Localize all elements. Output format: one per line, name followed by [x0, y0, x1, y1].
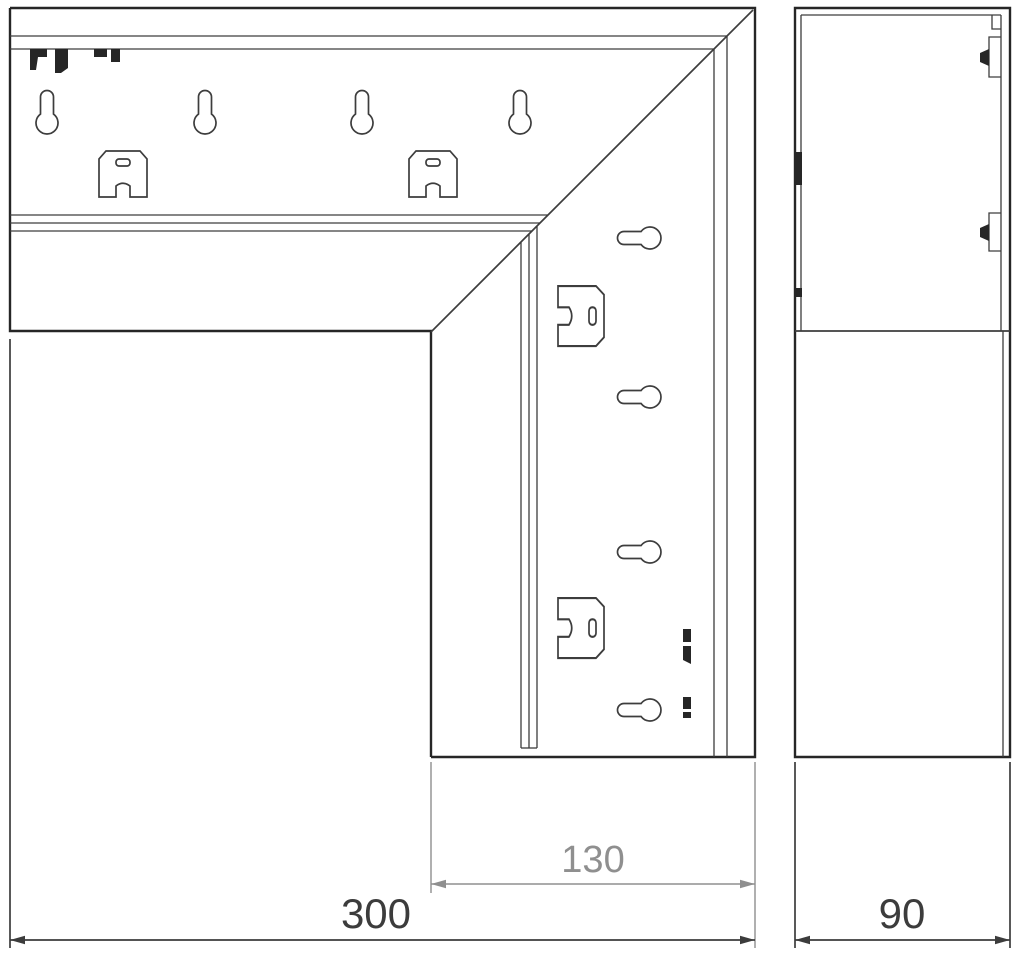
wall-clip-icon — [796, 288, 802, 297]
outer-edge-left-inner — [8, 8, 433, 757]
keyhole-slot-icon — [350, 89, 374, 135]
profile-fold-lines — [10, 35, 728, 757]
keyhole-slots-horizontal-leg — [35, 89, 532, 135]
wall-clip-icon — [796, 152, 802, 185]
dimension-90: 90 — [794, 762, 1011, 948]
side-view — [793, 6, 1012, 759]
cover-clip-icon — [683, 646, 691, 664]
cover-clip-outline — [988, 212, 1001, 252]
cover-clip-outline — [988, 36, 1001, 78]
cover-edge-detail — [991, 15, 1001, 30]
keyhole-slot-icon — [616, 226, 662, 250]
keyhole-slot-icon — [616, 698, 662, 722]
arrowhead-icon — [740, 879, 755, 889]
cable-clamps — [98, 150, 606, 660]
cable-clamp-icon — [98, 150, 148, 198]
arrowhead-icon — [995, 935, 1010, 945]
arrowhead-icon — [740, 935, 755, 945]
cover-clip-icon — [683, 629, 691, 642]
wall-side-details — [796, 152, 802, 297]
dimension-label-90: 90 — [879, 890, 926, 937]
cover-clip-icon — [683, 697, 691, 709]
side-outline — [793, 6, 1012, 759]
cover-clip-icon — [683, 712, 691, 718]
miter-line — [430, 9, 754, 333]
arrowhead-icon — [795, 935, 810, 945]
front-view-outline — [8, 6, 757, 759]
cable-clamp-icon — [556, 284, 606, 348]
keyhole-slot-icon — [193, 89, 217, 135]
dimension-label-300: 300 — [341, 890, 411, 937]
retention-tab-icon — [94, 49, 107, 57]
front-view — [8, 6, 757, 759]
cover-clip-hook-icon — [980, 49, 989, 66]
cover-retention-clips — [980, 36, 1001, 252]
keyhole-slot-icon — [35, 89, 59, 135]
arrowhead-icon — [431, 879, 446, 889]
cover-clip-details — [683, 629, 691, 718]
retention-tab-icon — [30, 49, 47, 70]
arrowhead-icon — [10, 935, 25, 945]
keyhole-slot-icon — [616, 540, 662, 564]
cover-clip-hook-icon — [980, 224, 989, 241]
keyhole-slot-icon — [508, 89, 532, 135]
cable-clamp-icon — [556, 596, 606, 660]
retention-tab-icon — [55, 49, 68, 73]
retention-tab-icon — [111, 49, 120, 62]
outer-edge-top-right-bottom — [10, 6, 757, 759]
keyhole-slot-icon — [616, 385, 662, 409]
keyhole-slots-vertical-leg — [616, 226, 662, 722]
retention-tab-group — [30, 49, 120, 73]
cable-clamp-icon — [408, 150, 458, 198]
dimension-label-130: 130 — [561, 839, 624, 881]
dimension-130: 130 — [430, 762, 756, 948]
dimension-300: 300 — [9, 339, 755, 948]
